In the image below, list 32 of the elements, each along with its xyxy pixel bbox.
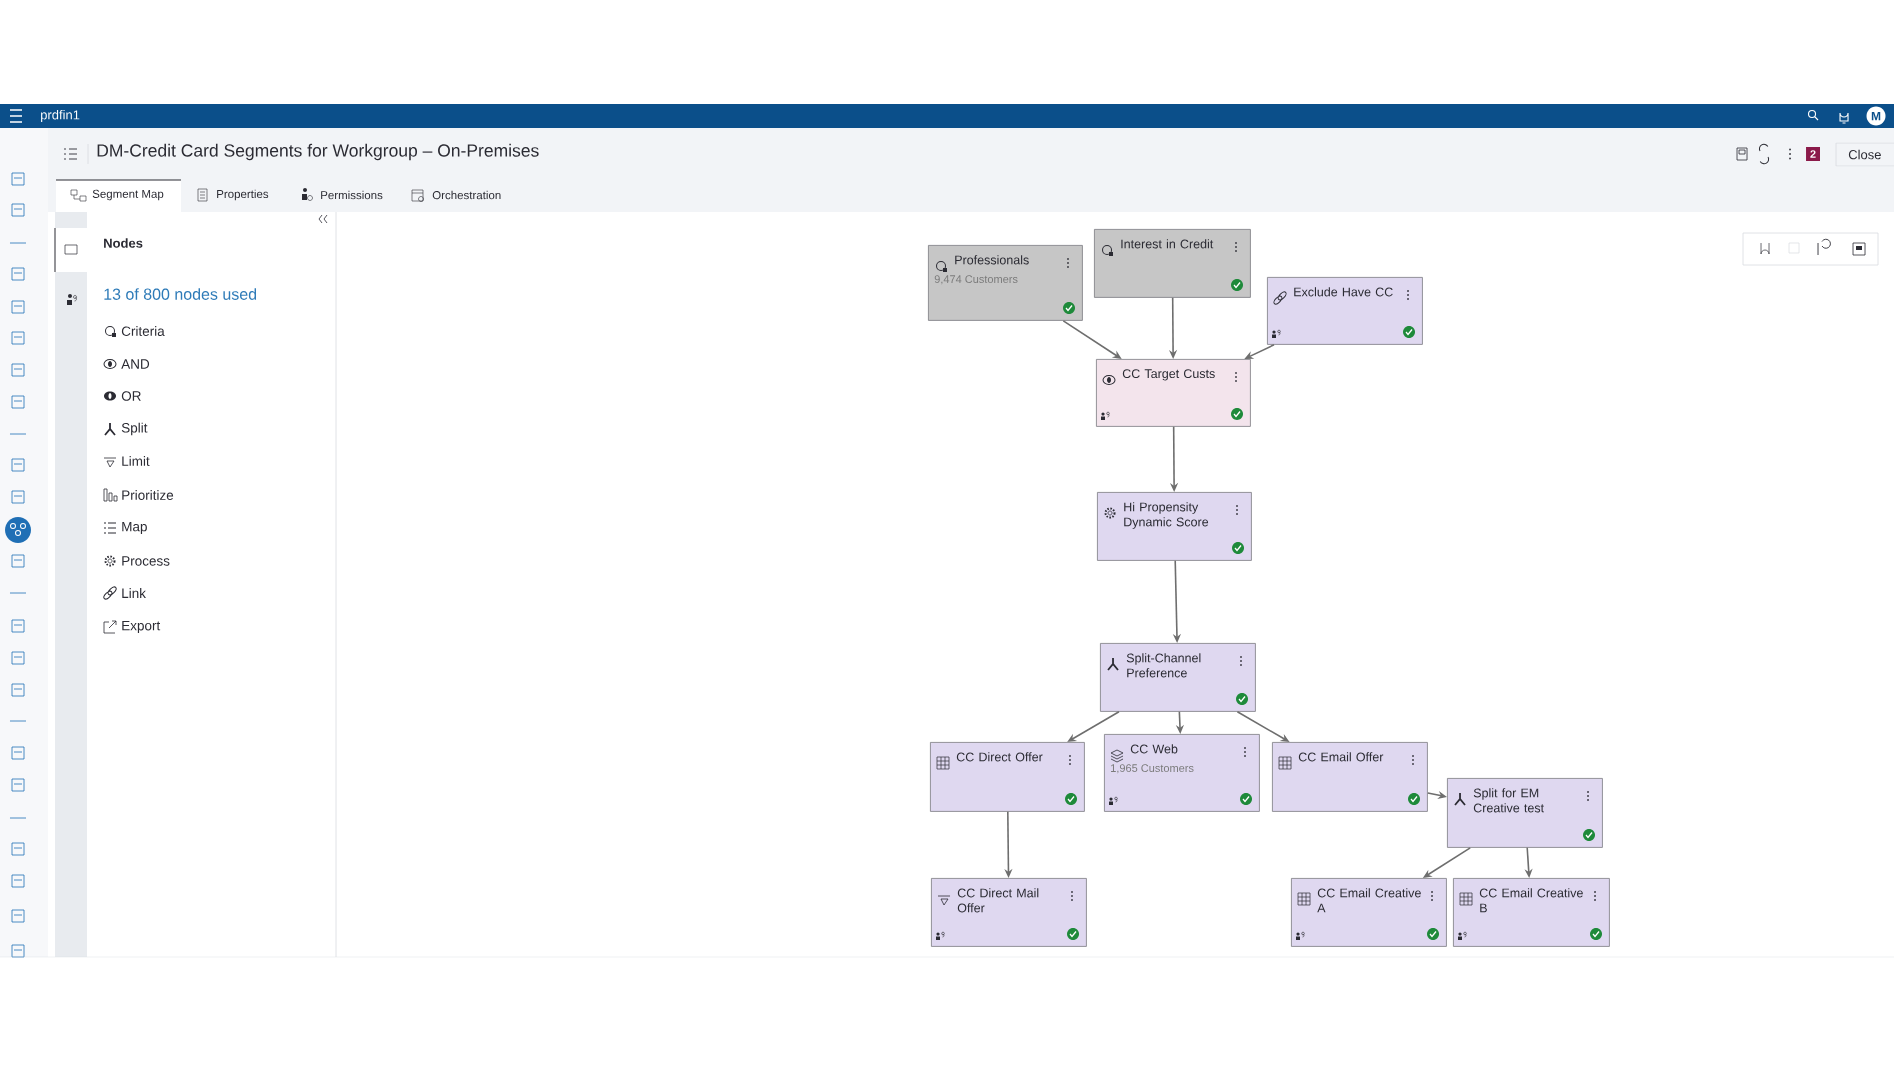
tab: Properties: [197, 188, 269, 202]
segment-node: CC Web 1,965 Customers: [1104, 734, 1260, 812]
segment-node: Interest in Credit: [1094, 229, 1251, 298]
segment-node: Exclude Have CC: [1267, 277, 1423, 345]
tab: Segment Map: [55, 179, 182, 212]
palette-item: Process: [104, 555, 170, 567]
segment-node: CC Direct Mail Offer: [931, 878, 1087, 947]
tab: Permissions: [302, 188, 383, 201]
segment-node: CC Target Custs: [1096, 359, 1251, 427]
segment-node: CC Direct Offer: [930, 742, 1085, 812]
palette-item: Prioritize: [103, 488, 174, 502]
usage-count: 13 of 800 nodes used: [104, 288, 257, 300]
segment-node: Split for EM Creative test: [1447, 778, 1603, 848]
close-button: Close: [1835, 142, 1894, 167]
segment-node: CC Email Offer: [1272, 742, 1428, 812]
count-badge: 2: [1806, 147, 1821, 161]
palette-item: AND: [103, 359, 150, 369]
palette-item: Limit: [103, 456, 150, 468]
palette-item: Criteria: [105, 326, 165, 337]
palette-item: Split: [104, 422, 148, 436]
segment-node: CC Email Creative B: [1453, 878, 1610, 947]
segment-node: CC Email Creative A: [1291, 878, 1447, 947]
palette-item: OR: [104, 391, 141, 401]
panel-heading: Nodes: [104, 238, 143, 248]
page-title: DM-Credit Card Segments for Workgroup – On-Premises: [97, 143, 539, 161]
palette-item: Export: [103, 620, 161, 634]
segment-node: Split-Channel Preference: [1100, 643, 1256, 712]
segment-node: Hi Propensity Dynamic Score: [1097, 492, 1252, 561]
palette-item: Map: [103, 521, 147, 535]
segment-node: Professionals 9,474 Customers: [928, 245, 1083, 321]
palette-item: Link: [103, 586, 146, 600]
tab: Orchestration: [411, 189, 501, 202]
